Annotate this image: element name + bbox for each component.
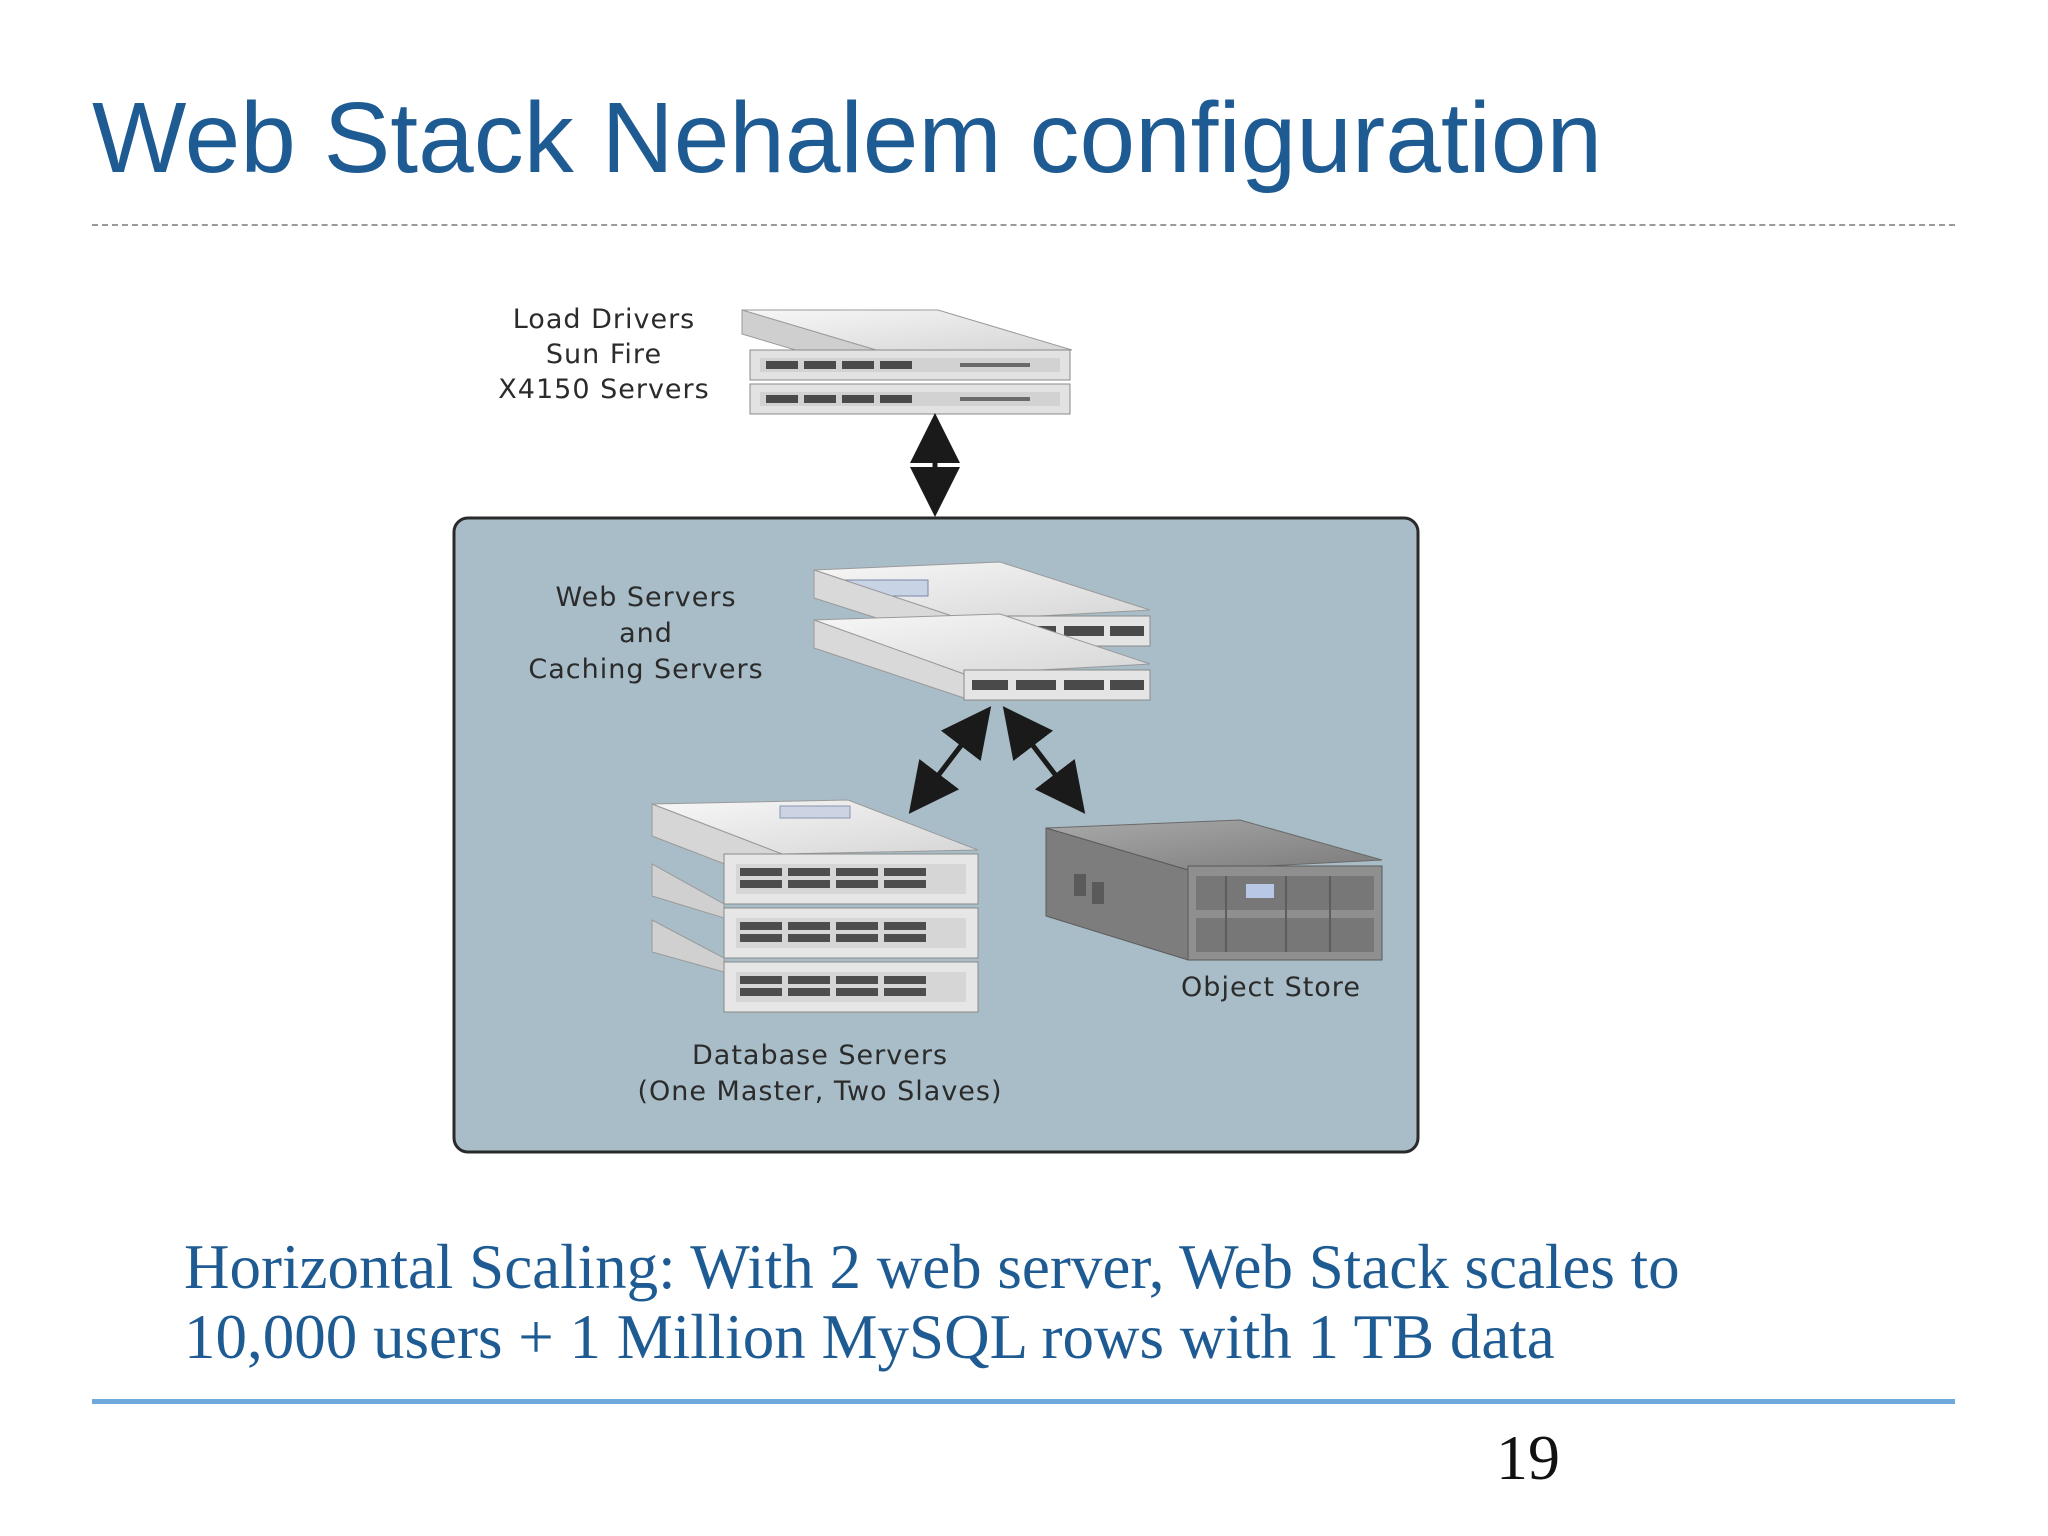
page-number: 19: [1496, 1422, 1560, 1493]
web-caching-servers: [813, 561, 1151, 701]
web-servers-label: Web Servers and Caching Servers: [528, 582, 764, 685]
object-store-server: [1045, 819, 1383, 961]
footer-divider: [92, 1399, 1955, 1404]
title-divider: [92, 224, 1955, 226]
arrow-web-to-object-store: [1002, 706, 1086, 814]
object-store-label: Object Store: [1181, 972, 1361, 1003]
arrow-web-to-database: [908, 706, 992, 814]
caption-line-1: Horizontal Scaling: With 2 web server, W…: [184, 1232, 1680, 1302]
diagram-graphics: [452, 309, 1420, 1154]
database-servers: [651, 799, 979, 1013]
load-drivers-label: Load Drivers Sun Fire X4150 Servers: [498, 304, 710, 405]
slide-title: Web Stack Nehalem configuration: [92, 82, 1603, 194]
caption: Horizontal Scaling: With 2 web server, W…: [184, 1232, 1680, 1372]
caption-line-2: 10,000 users + 1 Million MySQL rows with…: [184, 1302, 1555, 1372]
database-servers-label: Database Servers (One Master, Two Slaves…: [637, 1040, 1003, 1107]
architecture-diagram: Load Drivers Sun Fire X4150 Servers Web …: [440, 280, 1480, 1170]
load-driver-servers: [741, 309, 1073, 415]
